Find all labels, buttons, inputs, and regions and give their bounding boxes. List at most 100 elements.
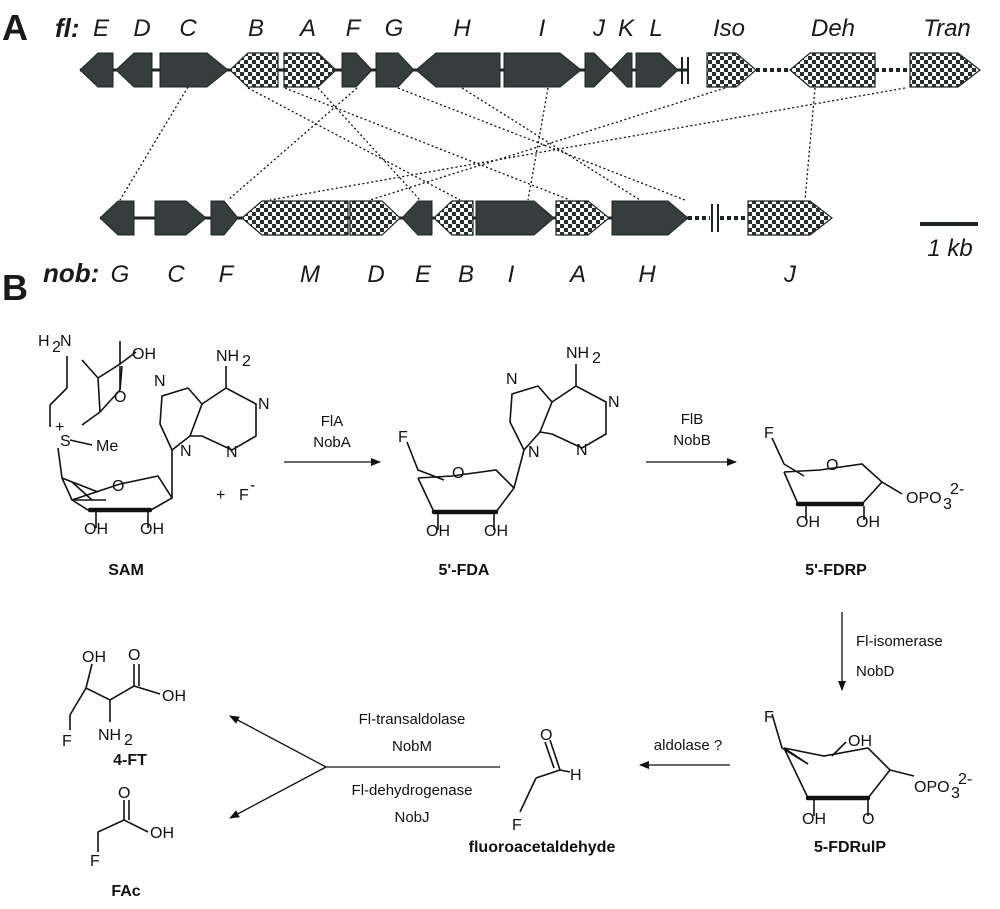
nob-gene-label: F bbox=[219, 261, 235, 288]
fda-label: 5'-FDA bbox=[439, 562, 490, 579]
fluoroacetaldehyde-structure bbox=[519, 739, 571, 813]
enzyme-flb: FlB bbox=[681, 411, 704, 428]
fl-gene-label: F bbox=[346, 15, 362, 42]
fl-cluster-label: fl: bbox=[55, 13, 80, 43]
fda-n9: N bbox=[528, 444, 540, 461]
fluoroacetaldehyde-o: O bbox=[540, 727, 552, 744]
nob-gene-label: D bbox=[367, 261, 384, 288]
fdrp-fluorine: F bbox=[764, 425, 774, 442]
fl-gene-g-arrow bbox=[375, 52, 415, 88]
fda-structure bbox=[406, 364, 607, 530]
fdrp-phosphate-charge: 2- bbox=[950, 481, 964, 498]
fda-n3: N bbox=[576, 442, 588, 459]
nob-gene-label: B bbox=[458, 261, 474, 288]
fl-gene-label: B bbox=[248, 15, 264, 42]
fdrp-ring-o: O bbox=[826, 457, 838, 474]
fac-label: FAc bbox=[111, 883, 140, 900]
enzyme-fla: FlA bbox=[321, 413, 344, 430]
sam-amine-label: H bbox=[38, 333, 50, 350]
fdrp-label: 5'-FDRP bbox=[805, 562, 867, 579]
fl-gene-tran-arrow bbox=[909, 52, 981, 88]
sam-amine-sub: 2 bbox=[52, 339, 61, 356]
nob-gene-label: C bbox=[167, 261, 185, 288]
sam-oh-2: OH bbox=[140, 521, 164, 538]
fl-gene-label: J bbox=[592, 15, 606, 42]
sam-carboxyl-oh: OH bbox=[132, 346, 156, 363]
nob-gene-f-arrow bbox=[210, 200, 239, 236]
fdrulp-phosphate-charge: 2- bbox=[958, 771, 972, 788]
fac-fluorine: F bbox=[90, 853, 100, 870]
fl-gene-label: Deh bbox=[811, 15, 855, 42]
fda-nh2-sub: 2 bbox=[592, 350, 601, 367]
fl-gene-label: I bbox=[539, 15, 546, 42]
fac-carbonyl-o: O bbox=[118, 785, 130, 802]
sam-nh2: NH bbox=[216, 348, 239, 365]
fda-nh2: NH bbox=[566, 345, 589, 362]
panel-a-label: A bbox=[2, 7, 28, 48]
nob-gene-label: A bbox=[568, 261, 586, 288]
nob-gene-e-arrow bbox=[401, 200, 433, 236]
sam-n3: N bbox=[226, 444, 238, 461]
fl-gene-h-arrow bbox=[415, 52, 501, 88]
sam-n7: N bbox=[154, 373, 166, 390]
sam-sulfonium-plus: + bbox=[55, 419, 64, 436]
sam-amine-n: N bbox=[60, 333, 72, 350]
sam-n9: N bbox=[180, 443, 192, 460]
nob-gene-c-arrow bbox=[154, 200, 207, 236]
fda-ribose-o: O bbox=[452, 465, 464, 482]
fluoride-charge: - bbox=[250, 477, 255, 494]
sam-n1: N bbox=[258, 396, 270, 413]
nob-gene-label: E bbox=[415, 261, 432, 288]
nob-gene-label: G bbox=[111, 261, 130, 288]
fdrulp-phosphate: OPO bbox=[914, 779, 950, 796]
nob-gene-label: H bbox=[638, 261, 656, 288]
fluoroacetaldehyde-label: fluoroacetaldehyde bbox=[469, 839, 616, 856]
sam-oh-3: OH bbox=[84, 521, 108, 538]
ft-fluorine: F bbox=[62, 733, 72, 750]
fl-gene-label: Tran bbox=[923, 15, 971, 42]
ft-label: 4-FT bbox=[113, 752, 147, 769]
fluoroacetaldehyde-h: H bbox=[570, 767, 582, 784]
fl-gene-a-arrow bbox=[283, 52, 337, 88]
enzyme-dehydrogenase: Fl-dehydrogenase bbox=[352, 782, 473, 799]
nob-gene-i-arrow bbox=[475, 200, 555, 236]
fl-gene-d-arrow bbox=[115, 52, 153, 88]
fl-gene-label: E bbox=[93, 15, 110, 42]
fdrulp-oh-3: OH bbox=[802, 811, 826, 828]
fdrulp-label: 5-FDRulP bbox=[814, 839, 886, 856]
fl-gene-label: K bbox=[618, 15, 635, 42]
nob-gene-label: I bbox=[508, 261, 515, 288]
fluoride-ion: F bbox=[239, 487, 249, 504]
fdrulp-structure bbox=[771, 713, 915, 816]
sam-methyl: Me bbox=[96, 438, 118, 455]
fdrulp-fluorine: F bbox=[764, 709, 774, 726]
nob-gene-label: M bbox=[300, 261, 320, 288]
fac-oh: OH bbox=[150, 825, 174, 842]
fdrp-phosphate: OPO bbox=[906, 490, 942, 507]
fl-gene-l-arrow bbox=[635, 52, 679, 88]
fl-gene-label: G bbox=[385, 15, 404, 42]
fdrulp-oh-4: OH bbox=[848, 733, 872, 750]
fdrp-phosphate-sub: 3 bbox=[943, 496, 952, 513]
fl-gene-label: D bbox=[133, 15, 150, 42]
fl-gene-b-arrow bbox=[229, 52, 279, 88]
fl-gene-deh-arrow bbox=[789, 52, 876, 88]
fda-fluorine: F bbox=[398, 429, 408, 446]
ft-amine: NH bbox=[98, 727, 121, 744]
nob-gene-d-arrow bbox=[349, 200, 401, 236]
fl-gene-iso-arrow bbox=[706, 52, 757, 88]
homology-lines bbox=[119, 86, 906, 201]
nob-gene-j-arrow bbox=[747, 200, 833, 236]
enzyme-nobb: NobB bbox=[673, 432, 711, 449]
ft-structure bbox=[69, 663, 161, 730]
split-arrows bbox=[229, 715, 500, 819]
fl-gene-e-arrow bbox=[79, 52, 114, 88]
nob-cluster-label: nob: bbox=[43, 258, 99, 288]
fl-gene-label: L bbox=[649, 15, 662, 42]
fl-gene-label: A bbox=[298, 15, 316, 42]
sam-carboxyl-o: O bbox=[114, 389, 126, 406]
enzyme-nobd: NobD bbox=[856, 663, 895, 680]
fac-structure bbox=[97, 800, 149, 852]
ft-carboxyl-oh: OH bbox=[162, 688, 186, 705]
nob-gene-arrows bbox=[99, 200, 833, 236]
